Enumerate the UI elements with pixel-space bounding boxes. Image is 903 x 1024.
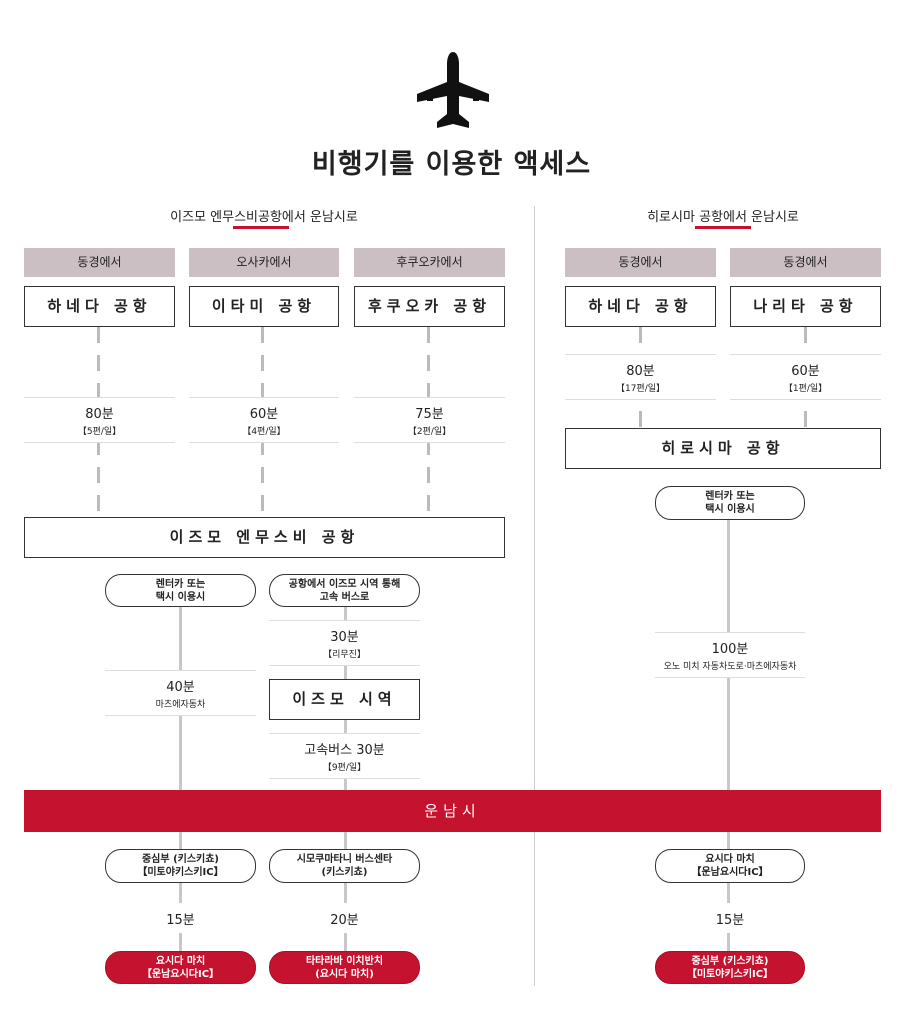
airport-box: 하네다 공항 bbox=[24, 286, 175, 327]
travel-time: 고속버스 30분 【9편/일】 bbox=[269, 733, 420, 779]
flight-frequency: 【4편/일】 bbox=[242, 427, 286, 437]
destination-pill: 타타라바 이치반치 (요시다 마치) bbox=[269, 951, 420, 984]
destination-pill: 요시다 마치 【운남요시다IC】 bbox=[105, 951, 256, 984]
pill-line: 택시 이용시 bbox=[155, 591, 206, 603]
flight-frequency: 【2편/일】 bbox=[407, 427, 452, 437]
travel-time: 15분 bbox=[105, 903, 256, 933]
waypoint-pill: 시모쿠마타니 버스센타 (키스키쵸) bbox=[269, 849, 420, 883]
pill-line: 【미토야키스키IC】 bbox=[686, 968, 774, 980]
pill-line: 요시다 마치 bbox=[705, 854, 755, 865]
pill-line: 시모쿠마타니 버스센타 bbox=[296, 854, 393, 865]
origin-tab: 동경에서 bbox=[565, 248, 716, 277]
pill-line: 렌터카 또는 bbox=[155, 578, 206, 590]
travel-duration: 40분 bbox=[166, 680, 195, 695]
pill-line: 공항에서 이즈모 시역 통해 bbox=[288, 578, 401, 590]
flight-duration: 60분 bbox=[249, 407, 279, 422]
right-heading-underline bbox=[695, 226, 751, 229]
column-divider bbox=[534, 206, 535, 986]
flight-frequency: 【17편/일】 bbox=[615, 384, 666, 394]
travel-time: 40분 마츠에자동차 bbox=[105, 670, 256, 716]
pill-line: 【운남요시다IC】 bbox=[141, 968, 220, 980]
station-box: 이즈모 시역 bbox=[269, 679, 420, 720]
route-line bbox=[727, 832, 730, 952]
airport-box: 후쿠오카 공항 bbox=[354, 286, 505, 327]
hub-airport-box: 이즈모 엔무스비 공항 bbox=[24, 517, 505, 558]
pill-line: 중심부 (키스키쵸) bbox=[691, 955, 769, 967]
origin-tab: 동경에서 bbox=[730, 248, 881, 277]
transport-mode-pill: 렌터카 또는 택시 이용시 bbox=[105, 574, 256, 607]
flight-time: 80분 【17편/일】 bbox=[565, 354, 716, 400]
flight-time: 60분 【1편/일】 bbox=[730, 354, 881, 400]
pill-line: 요시다 마치 bbox=[155, 955, 206, 967]
pill-line: 【운남요시다IC】 bbox=[691, 867, 769, 878]
pill-line: 렌터카 또는 bbox=[705, 491, 755, 502]
transport-mode-pill: 렌터카 또는 택시 이용시 bbox=[655, 486, 805, 520]
travel-route: 【리무진】 bbox=[323, 650, 366, 660]
travel-route: 오노 미치 자동차도로·마츠에자동차 bbox=[663, 662, 797, 672]
waypoint-pill: 요시다 마치 【운남요시다IC】 bbox=[655, 849, 805, 883]
travel-duration: 100분 bbox=[711, 642, 749, 657]
travel-route: 마츠에자동차 bbox=[155, 700, 206, 710]
destination-banner: 운남시 bbox=[24, 790, 881, 832]
flight-frequency: 【5편/일】 bbox=[77, 427, 122, 437]
origin-tab: 후쿠오카에서 bbox=[354, 248, 505, 277]
waypoint-pill: 중심부 (키스키쵸) 【미토야키스키IC】 bbox=[105, 849, 256, 883]
travel-time: 15분 bbox=[655, 903, 805, 933]
pill-line: 택시 이용시 bbox=[705, 504, 755, 515]
flight-time: 60분 【4편/일】 bbox=[189, 397, 339, 443]
origin-tab: 동경에서 bbox=[24, 248, 175, 277]
airport-box: 이타미 공항 bbox=[189, 286, 339, 327]
pill-line: (키스키쵸) bbox=[321, 867, 368, 878]
flight-duration: 60분 bbox=[791, 364, 820, 379]
route-line bbox=[179, 832, 182, 952]
right-heading: 히로시마 공항에서 운남시로 bbox=[647, 210, 799, 225]
travel-duration: 15분 bbox=[166, 912, 195, 928]
flight-duration: 80분 bbox=[85, 407, 114, 422]
pill-line: 타타라바 이치반치 bbox=[305, 955, 384, 967]
origin-tab: 오사카에서 bbox=[189, 248, 339, 277]
page-title: 비행기를 이용한 액세스 bbox=[311, 149, 592, 180]
destination-pill: 중심부 (키스키쵸) 【미토야키스키IC】 bbox=[655, 951, 805, 984]
transport-mode-pill: 공항에서 이즈모 시역 통해 고속 버스로 bbox=[269, 574, 420, 607]
travel-duration: 15분 bbox=[715, 912, 745, 928]
flight-frequency: 【1편/일】 bbox=[783, 384, 828, 394]
pill-line: (요시다 마치) bbox=[315, 968, 374, 980]
travel-duration: 20분 bbox=[330, 912, 359, 928]
airplane-icon bbox=[417, 52, 489, 128]
flight-duration: 75분 bbox=[415, 407, 444, 422]
travel-time: 30분 【리무진】 bbox=[269, 620, 420, 666]
hub-airport-box: 히로시마 공항 bbox=[565, 428, 881, 469]
route-line bbox=[344, 832, 347, 952]
pill-line: 고속 버스로 bbox=[319, 591, 370, 603]
travel-duration: 30분 bbox=[330, 630, 359, 645]
pill-line: 【미토야키스키IC】 bbox=[137, 867, 224, 878]
airport-box: 나리타 공항 bbox=[730, 286, 881, 327]
left-heading: 이즈모 엔무스비공항에서 운남시로 bbox=[170, 210, 358, 225]
travel-route: 【9편/일】 bbox=[322, 763, 367, 773]
flight-time: 80분 【5편/일】 bbox=[24, 397, 175, 443]
travel-time: 20분 bbox=[269, 903, 420, 933]
left-heading-underline bbox=[233, 226, 289, 229]
flight-time: 75분 【2편/일】 bbox=[354, 397, 505, 443]
airport-box: 하네다 공항 bbox=[565, 286, 716, 327]
flight-duration: 80분 bbox=[626, 364, 655, 379]
travel-time: 100분 오노 미치 자동차도로·마츠에자동차 bbox=[655, 632, 805, 678]
pill-line: 중심부 (키스키쵸) bbox=[141, 854, 220, 865]
travel-duration: 고속버스 30분 bbox=[304, 743, 385, 758]
